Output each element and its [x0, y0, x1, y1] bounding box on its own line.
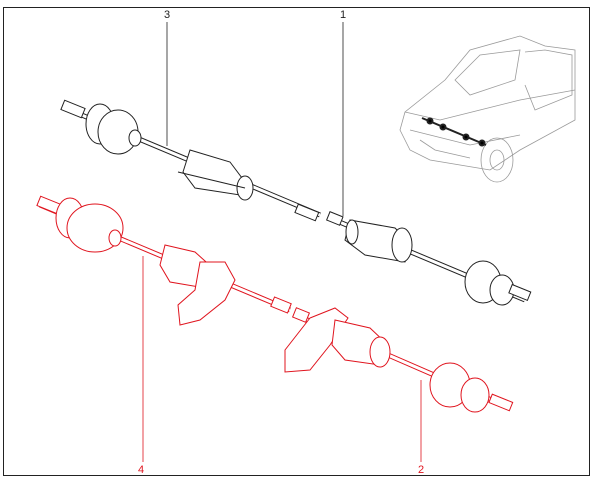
- vehicle-driveshaft-location: [421, 117, 487, 147]
- vehicle-illustration: [399, 35, 576, 183]
- callout-4: 4: [138, 464, 145, 476]
- driveshaft-right-new: [284, 307, 514, 413]
- callout-3: 3: [164, 9, 171, 21]
- callout-1: 1: [340, 9, 347, 21]
- driveshaft-left-existing: [60, 99, 321, 222]
- driveshaft-left-new: [36, 195, 292, 326]
- callout-2: 2: [418, 464, 425, 476]
- driveshaft-right-existing: [325, 211, 532, 306]
- diagram-frame: [3, 7, 590, 476]
